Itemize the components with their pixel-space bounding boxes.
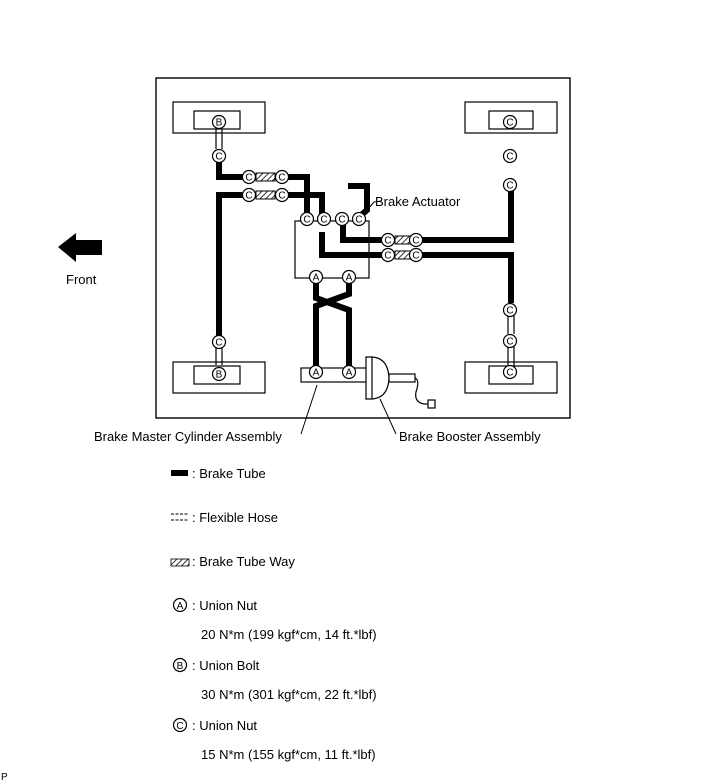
union-c-icon [316,211,332,227]
union-c-icon [274,169,290,185]
legend-a-label: : Union Nut [192,598,257,613]
union-c-icon [334,211,350,227]
union-c-icon [351,211,367,227]
union-c-letter: C [506,152,513,163]
brake-actuator-body [294,220,370,279]
legend-c-label: : Union Nut [192,718,257,733]
union-c-letter: C [506,306,513,317]
legend-c-icon [172,717,188,733]
legend-a-letter: A [177,601,184,612]
union-c-letter: C [506,368,513,379]
union-c-icon [241,169,257,185]
legend-a-icon [172,597,188,613]
union-a-icon [308,269,324,285]
union-b-letter: B [216,370,223,381]
union-a-letter: A [313,368,320,379]
union-c-letter: C [412,251,419,262]
legend-way-label: : Brake Tube Way [192,554,295,569]
union-c-icon [211,334,227,350]
union-c-icon [502,114,518,130]
union-c-icon [299,211,315,227]
union-c-letter: C [278,173,285,184]
union-c-icon [274,187,290,203]
union-c-icon [502,148,518,164]
union-c-icon [502,333,518,349]
legend-b-letter: B [177,661,184,672]
legend-tube-label: : Brake Tube [192,466,266,481]
legend-b-icon [172,657,188,673]
union-c-icon [408,247,424,263]
union-a-letter: A [346,273,353,284]
union-a-icon [341,364,357,380]
union-c-letter: C [215,152,222,163]
union-b-letter: B [216,118,223,129]
union-c-letter: C [506,118,513,129]
legend-b-torque: 30 N*m (301 kgf*cm, 22 ft.*lbf) [201,687,377,702]
union-c-letter: C [384,251,391,262]
union-c-letter: C [245,173,252,184]
union-c-letter: C [245,191,252,202]
master-cylinder-label: Brake Master Cylinder Assembly [94,429,282,444]
union-c-letter: C [215,338,222,349]
union-c-icon [502,364,518,380]
union-c-icon [380,232,396,248]
legend-hose-label: : Flexible Hose [192,510,278,525]
union-c-letter: C [355,215,362,226]
union-c-letter: C [320,215,327,226]
union-c-letter: C [506,337,513,348]
legend-b-label: : Union Bolt [192,658,260,673]
front-arrow-icon [58,233,102,262]
union-a-letter: A [346,368,353,379]
union-c-icon [211,148,227,164]
legend-hose-swatch [171,513,189,521]
legend-way-swatch [170,558,190,567]
union-c-icon [241,187,257,203]
brake-booster-label: Brake Booster Assembly [399,429,541,444]
brake-actuator-label: Brake Actuator [375,194,461,209]
union-c-letter: C [338,215,345,226]
union-a-icon [341,269,357,285]
union-a-letter: A [313,273,320,284]
vehicle-frame [155,77,571,419]
union-b-icon [211,114,227,130]
union-c-icon [502,302,518,318]
legend-c-torque: 15 N*m (155 kgf*cm, 11 ft.*lbf) [201,747,376,762]
legend-tube-swatch [171,470,188,476]
union-c-icon [408,232,424,248]
front-label: Front [66,272,97,287]
page-mark: P [1,772,8,782]
union-c-icon [380,247,396,263]
union-c-icon [502,177,518,193]
legend-c-letter: C [176,721,183,732]
legend-a-torque: 20 N*m (199 kgf*cm, 14 ft.*lbf) [201,627,377,642]
union-c-letter: C [506,181,513,192]
union-c-letter: C [412,236,419,247]
union-a-icon [308,364,324,380]
union-c-letter: C [278,191,285,202]
union-c-letter: C [384,236,391,247]
legend: : Brake Tube : Flexible Hose : Brake Tub… [170,466,377,762]
brake-booster [365,356,436,409]
union-b-icon [211,366,227,382]
union-c-letter: C [303,215,310,226]
